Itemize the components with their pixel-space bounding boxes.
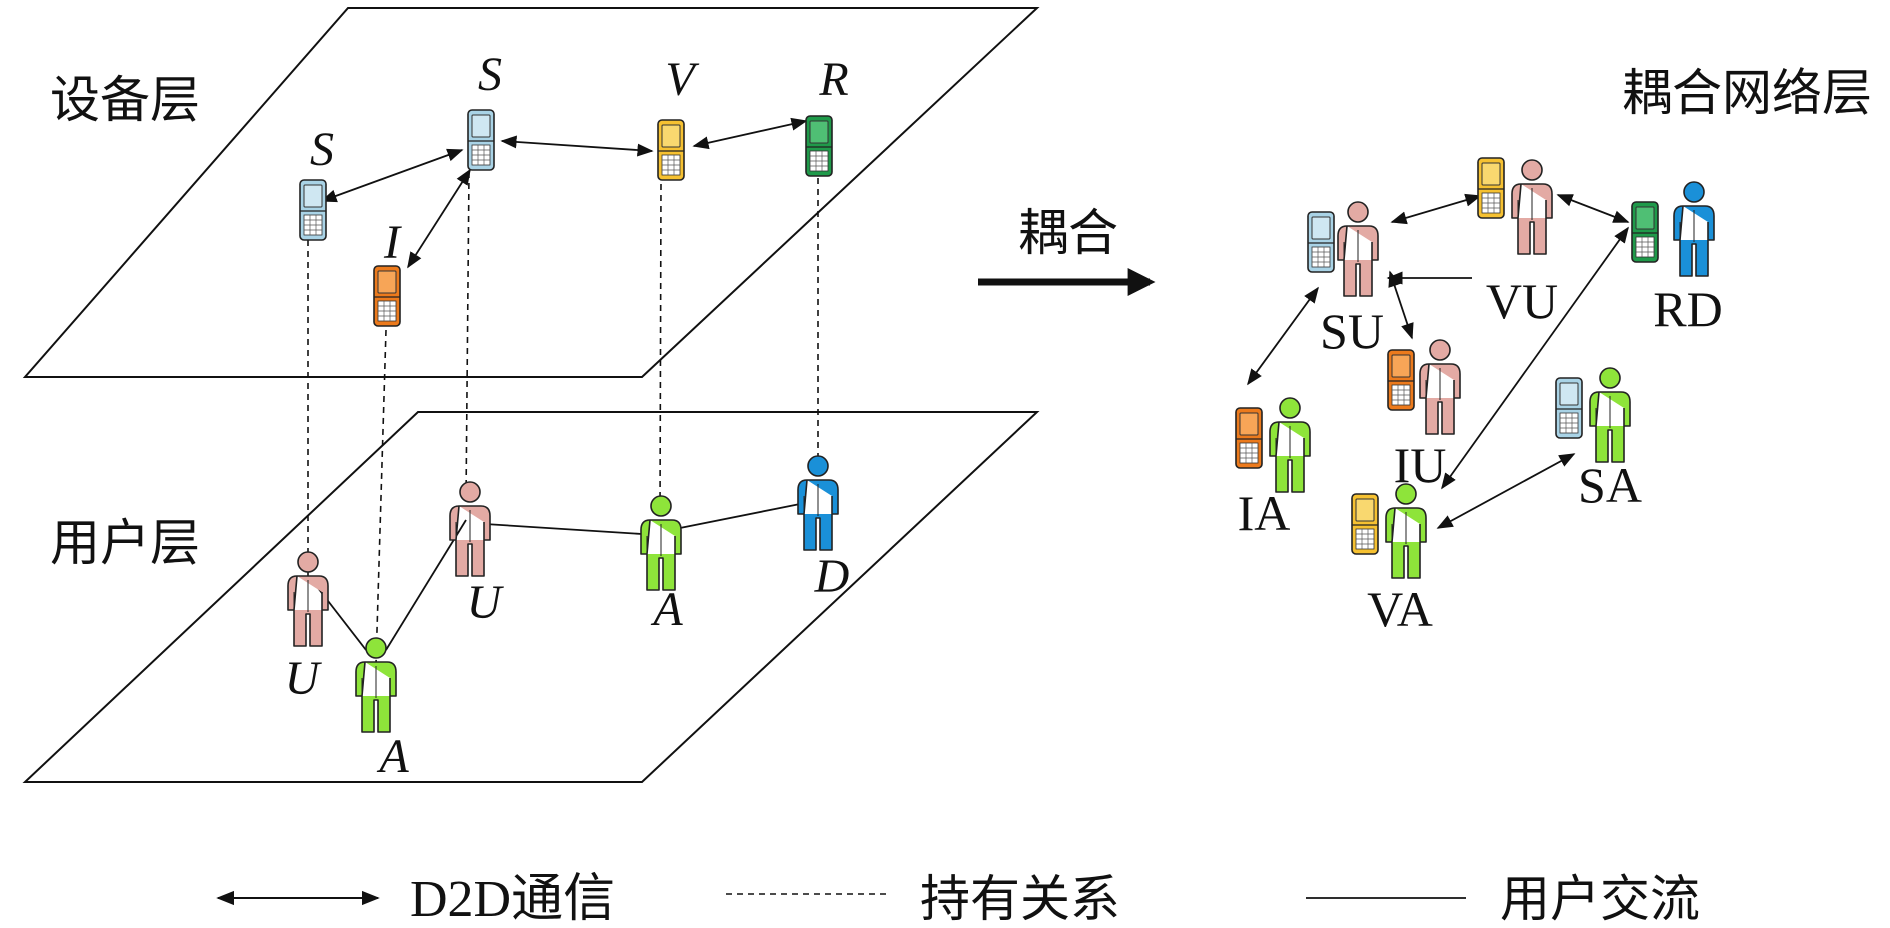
- user-node-a1: A: [355, 637, 409, 783]
- interaction-a1-u2: [385, 519, 467, 651]
- device-node-s2-label: S: [478, 48, 502, 101]
- device-node-r-label: R: [818, 53, 848, 106]
- legend-interaction: 用户交流: [1306, 870, 1700, 928]
- coupled-node-su: SU: [1307, 201, 1384, 359]
- user-interaction-lines: [317, 503, 801, 651]
- d2d-s1-s2: [320, 148, 464, 203]
- device-node-s1-label: S: [310, 123, 334, 176]
- coupled-node-iu-label: IU: [1394, 437, 1447, 493]
- coupled-node-iu: IU: [1387, 339, 1461, 493]
- coupled-node-ia: IA: [1235, 397, 1311, 541]
- link-su-iu: [1388, 270, 1414, 340]
- user-node-u1-label: U: [285, 652, 323, 705]
- d2d-s2-v: [500, 135, 654, 157]
- legend-d2d: D2D通信: [216, 871, 615, 928]
- coupled-network-links: [1247, 193, 1630, 529]
- device-node-v: V: [657, 53, 699, 181]
- coupling-arrow: 耦合: [978, 204, 1156, 296]
- user-node-d-label: D: [814, 550, 850, 603]
- ownership-lines: [307, 171, 819, 665]
- device-node-i-label: I: [383, 216, 402, 269]
- d2d-arrows-device-layer: [320, 117, 808, 269]
- coupled-node-rd: RD: [1631, 181, 1723, 337]
- coupled-node-rd-label: RD: [1653, 281, 1722, 337]
- coupled-layer-title: 耦合网络层: [1622, 64, 1872, 122]
- device-node-s2: S: [467, 48, 502, 171]
- link-su-vu: [1390, 193, 1482, 225]
- user-node-a2-label: A: [650, 583, 683, 636]
- ownership-line-i-a1: [375, 329, 387, 665]
- user-node-a2: A: [640, 495, 683, 636]
- user-layer-label: 用户层: [50, 514, 200, 572]
- coupled-node-ia-label: IA: [1238, 485, 1291, 541]
- user-node-u1: U: [285, 551, 329, 705]
- legend-ownership-label: 持有关系: [920, 870, 1120, 928]
- ownership-line-v-a2: [659, 183, 662, 515]
- user-layer-plane: [22, 411, 1040, 783]
- link-vu-rd: [1556, 194, 1630, 223]
- coupled-node-sa: SA: [1555, 367, 1642, 513]
- legend-interaction-label: 用户交流: [1500, 870, 1700, 928]
- device-layer-label: 设备层: [50, 71, 200, 129]
- device-node-i: I: [373, 216, 402, 327]
- device-node-r: R: [805, 53, 849, 177]
- coupled-node-su-label: SU: [1320, 303, 1384, 359]
- coupled-node-vu: VU: [1477, 157, 1558, 329]
- device-layer-plane: [22, 7, 1040, 378]
- legend: D2D通信 持有关系 用户交流: [216, 870, 1700, 928]
- legend-ownership: 持有关系: [726, 870, 1120, 928]
- coupled-node-va: VA: [1351, 483, 1433, 637]
- device-node-s1: S: [299, 123, 334, 241]
- link-rd-va: [1441, 226, 1629, 490]
- link-su-ia: [1247, 286, 1319, 386]
- ownership-line-s2-u2: [465, 171, 470, 501]
- coupled-node-sa-label: SA: [1578, 457, 1642, 513]
- coupling-arrow-label: 耦合: [1018, 204, 1118, 262]
- device-node-v-label: V: [665, 53, 699, 106]
- d2d-i-s2: [407, 168, 471, 269]
- interaction-u2-a2: [484, 523, 643, 535]
- user-node-u2-label: U: [467, 576, 505, 629]
- interaction-a2-d: [679, 503, 801, 529]
- user-node-d: D: [797, 455, 850, 603]
- legend-d2d-label: D2D通信: [410, 871, 615, 928]
- link-sa-va: [1436, 453, 1576, 529]
- d2d-v-r: [692, 117, 808, 150]
- coupled-node-vu-label: VU: [1486, 273, 1558, 329]
- user-node-u2: U: [449, 481, 505, 629]
- coupled-node-va-label: VA: [1367, 581, 1433, 637]
- user-node-a1-label: A: [376, 730, 409, 783]
